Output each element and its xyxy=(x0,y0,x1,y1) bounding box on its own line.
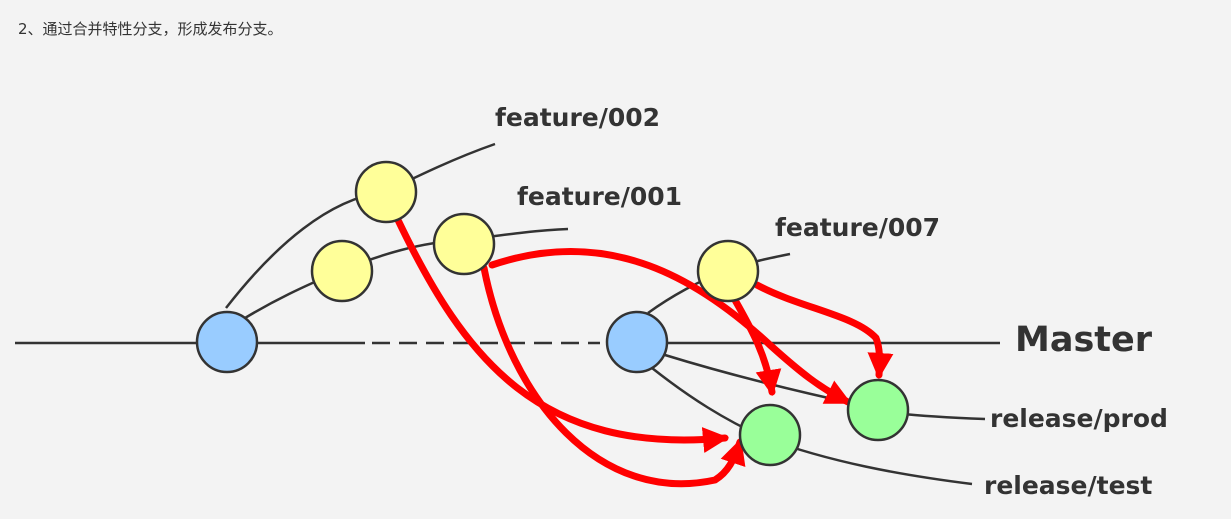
release-prod-commit xyxy=(846,378,910,442)
merge-arrow-f007-to-test xyxy=(731,296,782,396)
label-feature-002: feature/002 xyxy=(495,103,660,132)
feature-002-commit xyxy=(354,160,418,224)
label-feature-001: feature/001 xyxy=(517,182,682,211)
feature-001-branch-line xyxy=(244,227,569,320)
feature-007-commit xyxy=(696,239,760,303)
feature-001-commit-1 xyxy=(310,239,374,303)
feature-001-commit-2 xyxy=(432,212,496,276)
page-heading: 2、通过合并特性分支，形成发布分支。 xyxy=(18,20,283,38)
label-release-prod: release/prod xyxy=(990,404,1168,433)
release-test-commit xyxy=(738,403,802,467)
merge-arrow-f001-to-prod xyxy=(488,248,852,406)
label-master: Master xyxy=(1015,320,1153,360)
master-commit-2 xyxy=(605,310,669,374)
master-commit-1 xyxy=(195,310,259,374)
merge-arrow-f002-to-test xyxy=(394,216,729,453)
merge-arrow-f007-to-prod xyxy=(753,281,894,379)
label-release-test: release/test xyxy=(984,471,1152,500)
label-feature-007: feature/007 xyxy=(775,213,940,242)
release-test-branch-line xyxy=(651,367,973,486)
merge-arrow-f001-to-test xyxy=(480,264,746,488)
